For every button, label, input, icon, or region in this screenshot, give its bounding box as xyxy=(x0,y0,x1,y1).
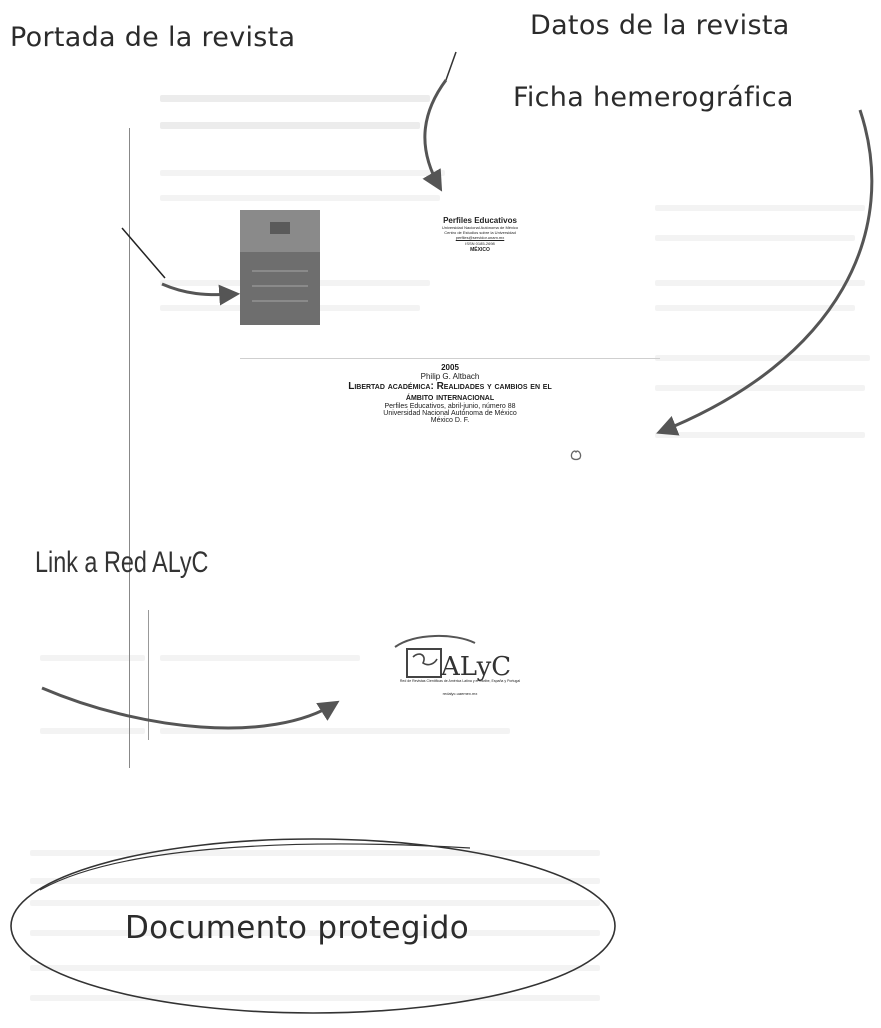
ficha-year: 2005 xyxy=(441,363,459,372)
label-datos: Datos de la revista xyxy=(530,10,790,41)
ficha-author: Philip G. Altbach xyxy=(420,372,480,381)
pdf-icon[interactable] xyxy=(568,446,584,462)
ficha-university: Universidad Nacional Autónoma de México xyxy=(383,410,517,417)
redalyc-logo[interactable]: ALyC Red de Revistas Científicas de Amér… xyxy=(385,633,535,703)
redalyc-logo-text: ALyC xyxy=(440,652,511,682)
journal-centro: Centro de Estudios sobre la Universidad xyxy=(444,230,516,235)
ficha-source: Perfiles Educativos, abril-junio, número… xyxy=(384,403,516,410)
vertical-rule-short xyxy=(148,610,149,740)
label-portada: Portada de la revista xyxy=(10,22,296,53)
magazine-cover[interactable] xyxy=(240,210,320,325)
ficha-title-line2: ámbito internacional xyxy=(405,392,495,403)
journal-email[interactable]: perfiles@servidor.unam.mx xyxy=(455,235,505,240)
ficha-hemerografica: 2005 Philip G. Altbach Libertad académic… xyxy=(240,358,660,424)
protected-document-badge: Documento protegido xyxy=(10,838,620,1018)
ficha-title-line1: Libertad académica: Realidades y cambios… xyxy=(348,381,552,392)
journal-data: Perfiles Educativos Universidad Nacional… xyxy=(410,216,550,254)
journal-name: Perfiles Educativos xyxy=(443,216,517,225)
label-link-redalyc: Link a Red ALyC xyxy=(35,546,209,579)
journal-country: MÉXICO xyxy=(470,247,490,253)
ficha-city: México D. F. xyxy=(430,417,470,424)
redalyc-url[interactable]: redalyc.uaemex.mx xyxy=(442,691,478,696)
label-protegido: Documento protegido xyxy=(125,910,469,946)
journal-institution: Universidad Nacional Autónoma de México xyxy=(441,225,519,230)
label-ficha: Ficha hemerográfica xyxy=(513,82,794,113)
journal-issn: ISSN 0185-2698 xyxy=(465,241,495,246)
redalyc-caption: Red de Revistas Científicas de América L… xyxy=(399,679,521,683)
vertical-rule xyxy=(129,128,130,768)
